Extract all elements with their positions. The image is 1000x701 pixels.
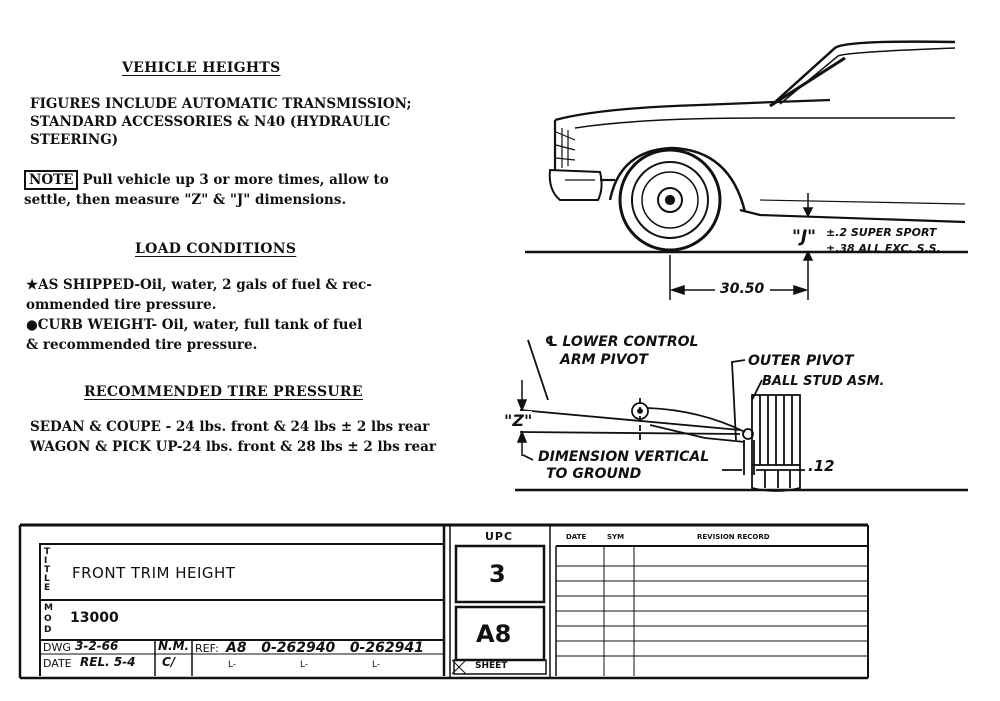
note-line: Pull vehicle up 3 or more times, allow t… (82, 172, 389, 188)
vehicle-heights-line: FIGURES INCLUDE AUTOMATIC TRANSMISSION; (30, 96, 412, 112)
note-label: NOTE (24, 170, 79, 190)
z-dimension (516, 380, 528, 456)
mod-side-label: MOD (44, 603, 53, 635)
sheet-label: SHEET (475, 661, 508, 671)
tire-pressure-text: SEDAN & COUPE - 24 lbs. front & 24 lbs ±… (30, 417, 436, 457)
ref-l-2: L- (300, 660, 309, 670)
j-label: "J" (792, 227, 817, 247)
ref-label: REF: (195, 642, 219, 655)
as-shipped-line: ommended tire pressure. (26, 297, 217, 313)
dwg-label: DWG (43, 641, 71, 654)
j-dimension (802, 193, 814, 280)
date-initials: C/ (162, 655, 176, 669)
j-tolerance-all-exc: ±.38 ALL EXC. S.S. (826, 242, 941, 255)
wagon-pressure-line: WAGON & PICK UP-24 lbs. front & 28 lbs ±… (30, 439, 436, 455)
drawing-title: FRONT TRIM HEIGHT (72, 564, 236, 582)
tire-pressure-heading: RECOMMENDED TIRE PRESSURE (84, 384, 363, 400)
title-side-label: TITLE (44, 547, 51, 593)
as-shipped-line: ★AS SHIPPED-Oil, water, 2 gals of fuel &… (26, 277, 372, 293)
revision-date-header: DATE (566, 533, 587, 541)
sheet-value: A8 (476, 620, 512, 648)
sedan-pressure-line: SEDAN & COUPE - 24 lbs. front & 24 lbs ±… (30, 419, 430, 435)
model-number: 13000 (70, 610, 119, 626)
dim-12-label: .12 (808, 457, 835, 475)
ref-l-3: L- (372, 660, 381, 670)
date-label: DATE (43, 657, 72, 670)
note-line: settle, then measure "Z" & "J" dimension… (24, 192, 347, 208)
dwg-initials: N.M. (158, 639, 190, 653)
curb-weight-line: & recommended tire pressure. (26, 337, 258, 353)
curb-weight-line: ●CURB WEIGHT- Oil, water, full tank of f… (26, 317, 363, 333)
load-conditions-heading: LOAD CONDITIONS (135, 241, 297, 257)
outer-pivot-label: OUTER PIVOT (748, 353, 854, 369)
dwg-date: 3-2-66 (75, 639, 119, 653)
ref-values: A8 0-262940 0-262941 (226, 640, 424, 656)
z-label: "Z" (504, 411, 533, 430)
upc-value: 3 (489, 560, 506, 588)
j-tolerance-super-sport: ±.2 SUPER SPORT (826, 226, 937, 239)
dimension-vertical-label: TO GROUND (546, 466, 642, 482)
title-block-frame (18, 523, 869, 680)
vehicle-heights-line: STANDARD ACCESSORIES & N40 (HYDRAULIC (30, 114, 391, 130)
vehicle-heights-text: FIGURES INCLUDE AUTOMATIC TRANSMISSION; … (30, 94, 412, 150)
vehicle-heights-line: STEERING) (30, 132, 119, 148)
load-conditions-text: ★AS SHIPPED-Oil, water, 2 gals of fuel &… (26, 275, 372, 355)
revision-record-header: REVISION RECORD (697, 533, 770, 541)
ref-l-1: L- (228, 660, 237, 670)
revision-sym-header: SYM (607, 533, 625, 541)
upc-label: UPC (485, 530, 514, 543)
dimension-vertical-label: DIMENSION VERTICAL (538, 449, 710, 465)
date-value: REL. 5-4 (80, 655, 136, 669)
ball-stud-label: BALL STUD ASM. (762, 374, 885, 389)
lower-pivot-label: ARM PIVOT (560, 352, 648, 368)
dim-30-50 (669, 255, 809, 300)
dim-30-50-label: 30.50 (718, 281, 767, 297)
lower-pivot-label: ℄ LOWER CONTROL (545, 334, 699, 350)
car-front-drawing (548, 40, 966, 252)
vehicle-heights-heading: VEHICLE HEIGHTS (122, 60, 281, 76)
